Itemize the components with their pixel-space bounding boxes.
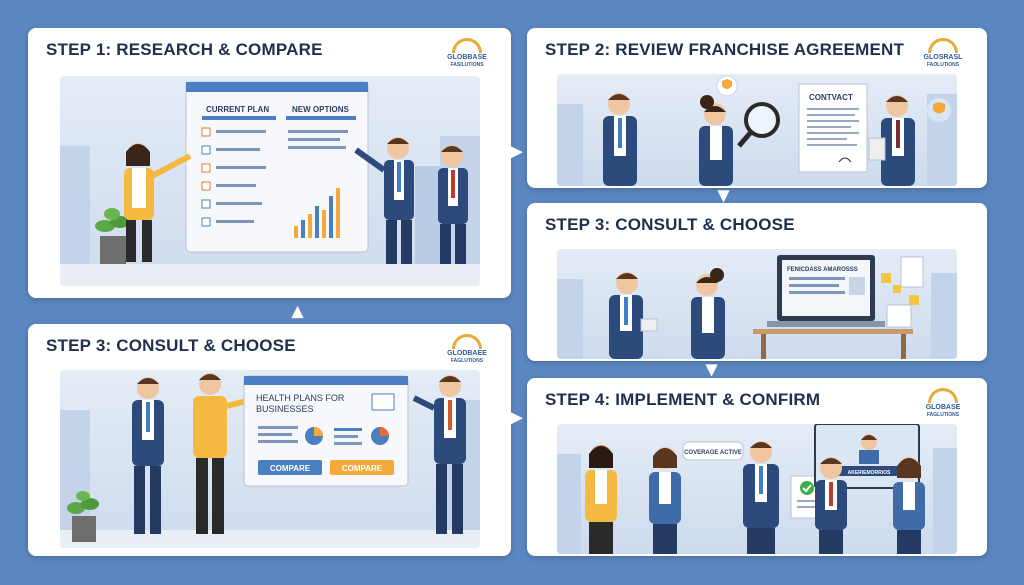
businesswoman-2	[649, 447, 681, 554]
compare-right-label: COMPARE	[342, 464, 383, 473]
arrow-right-icon: ▸	[511, 404, 523, 429]
step1-title: STEP 1: RESEARCH & COMPARE	[46, 40, 323, 59]
businessman-1	[132, 377, 164, 534]
laptop-heading: FENICDASS AMAROSSS	[787, 267, 858, 273]
step2-title: STEP 2: REVIEW FRANCHISE AGREEMENT	[545, 40, 905, 59]
plant-icon	[67, 491, 99, 542]
arrow-down-icon: ▾	[718, 182, 730, 207]
contract-heading: CONTVACT	[809, 93, 853, 102]
step4-card: STEP 4: IMPLEMENT & CONFIRM GLOBASE FAGL…	[527, 378, 987, 556]
step3b-title: STEP 3: CONSULT & CHOOSE	[46, 336, 296, 355]
businessman-2	[868, 95, 915, 186]
step3b-card: STEP 3: CONSULT & CHOOSE GLODBAEE FAGLUT…	[28, 324, 511, 556]
logo-line1: GLODBAEE	[447, 350, 487, 357]
step2-scene: CONTVACT	[557, 74, 957, 186]
step1-card: STEP 1: RESEARCH & COMPARE GLOBBASE FASI…	[28, 28, 511, 298]
businesswoman-1	[585, 445, 617, 554]
logo-line1: GLOSRASL	[923, 54, 963, 61]
businessman-1	[743, 441, 779, 554]
current-plan-heading: CURRENT PLAN	[206, 105, 269, 114]
step4-title: STEP 4: IMPLEMENT & CONFIRM	[545, 390, 821, 409]
businessman-2	[438, 145, 468, 264]
step3a-title: STEP 3: CONSULT & CHOOSE	[545, 215, 795, 234]
businessman	[609, 272, 658, 359]
businessman-1	[354, 137, 414, 264]
businessman-1	[603, 93, 637, 186]
document-stack	[881, 256, 924, 328]
monitor-label: AKERIEMORRIOS	[848, 470, 891, 476]
step4-logo: GLOBASE FAGLUTIONS	[913, 388, 973, 418]
compare-button-left[interactable]: COMPARE	[258, 460, 322, 475]
laptop: FENICDASS AMAROSSS	[767, 255, 885, 327]
plant-icon	[95, 208, 130, 264]
logo-arc-icon	[452, 334, 482, 349]
board-heading-line1: HEALTH PLANS FOR	[256, 393, 345, 403]
health-plans-board: HEALTH PLANS FOR BUSINESSES	[243, 375, 409, 487]
new-options-heading: NEW OPTIONS	[292, 105, 350, 114]
step1-scene: CURRENT PLAN NEW OPTIONS	[60, 76, 480, 286]
compare-button-right[interactable]: COMPARE	[330, 460, 394, 475]
step3a-card: STEP 3: CONSULT & CHOOSE	[527, 203, 987, 361]
businessman-2	[815, 457, 847, 554]
logo-arc-icon	[928, 38, 958, 53]
logo-arc-icon	[452, 38, 482, 53]
logo-line2: FAGLUTIONS	[926, 412, 960, 418]
comparison-board: CURRENT PLAN NEW OPTIONS	[185, 81, 369, 253]
bar-chart-icon	[294, 188, 340, 238]
businesswoman-3	[893, 457, 925, 554]
step3b-logo: GLODBAEE FAGLUTIONS	[437, 334, 497, 364]
magnifier-icon	[737, 102, 780, 148]
step3b-scene: HEALTH PLANS FOR BUSINESSES COMPARE	[60, 370, 480, 548]
step2-card: STEP 2: REVIEW FRANCHISE AGREEMENT GLOSR…	[527, 28, 987, 188]
compare-left-label: COMPARE	[270, 464, 311, 473]
arrow-right-icon: ▸	[511, 138, 523, 163]
contract-document: CONTVACT	[798, 83, 868, 173]
coverage-speech-bubble: COVERAGE ACTIVE	[682, 441, 744, 461]
step1-logo: GLOBBASE FASILUTIONS	[437, 38, 497, 68]
woman-reviewer	[699, 95, 733, 186]
arrow-up-icon: ▴	[292, 298, 304, 323]
businessman-3	[412, 375, 466, 534]
step4-scene: COVERAGE ACTIVE	[557, 424, 957, 554]
board-heading-line2: BUSINESSES	[256, 404, 314, 414]
logo-arc-icon	[928, 388, 958, 403]
step3a-scene: FENICDASS AMAROSSS	[557, 249, 957, 359]
logo-line2: FAOLUTIONS	[926, 62, 960, 68]
step2-logo: GLOSRASL FAOLUTIONS	[913, 38, 973, 68]
pie-chart-icon	[305, 427, 389, 445]
woman-presenter	[124, 143, 192, 262]
logo-line1: GLOBBASE	[447, 54, 487, 61]
logo-line2: FASILUTIONS	[450, 62, 484, 68]
arrow-down-icon: ▾	[706, 356, 718, 381]
businessman-2	[193, 373, 251, 534]
shield-icon	[927, 98, 951, 122]
coverage-active-label: COVERAGE ACTIVE	[684, 450, 742, 456]
businesswoman	[691, 268, 725, 359]
check-icon	[800, 481, 814, 495]
shield-icon	[716, 75, 738, 97]
logo-line2: FAGLUTIONS	[450, 358, 484, 364]
checkbox-icon	[201, 127, 211, 227]
logo-line1: GLOBASE	[925, 404, 961, 411]
